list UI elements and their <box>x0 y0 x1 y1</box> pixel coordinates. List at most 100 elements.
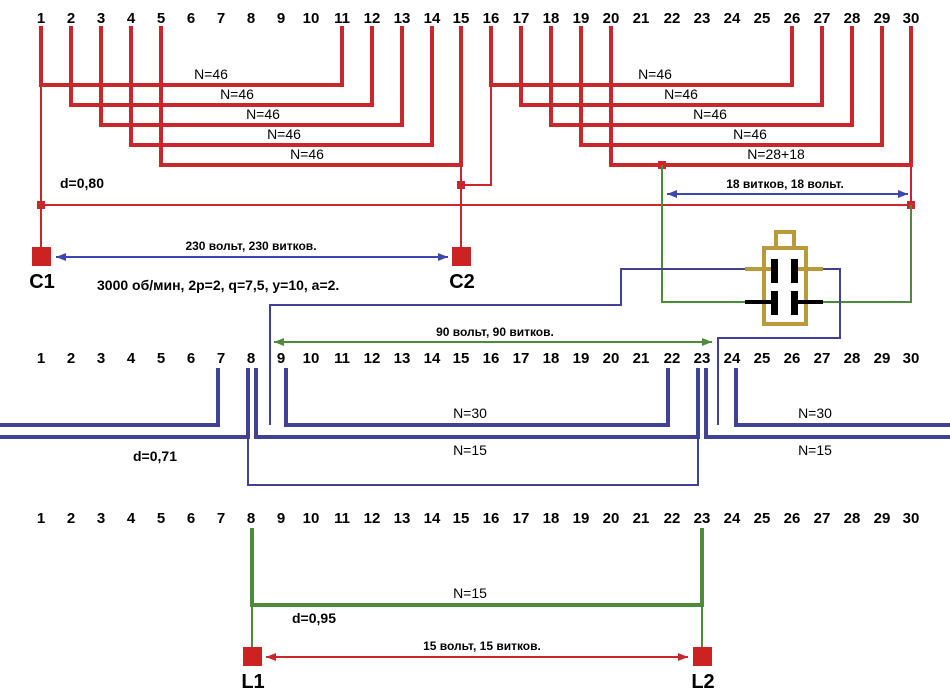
slot-number: 3 <box>97 10 105 27</box>
aux-link-cap-left <box>269 268 745 425</box>
slot-number: 18 <box>543 10 560 27</box>
inductor-winding <box>250 528 704 648</box>
slot-number: 22 <box>664 10 681 27</box>
terminal-l1 <box>243 647 262 666</box>
aux-cap-links <box>269 268 841 425</box>
capacitor-icon <box>745 230 823 326</box>
slot-number: 26 <box>784 510 801 527</box>
slot-number: 19 <box>573 10 590 27</box>
slot-number: 5 <box>157 350 165 367</box>
coil-label: N=15 <box>453 442 487 458</box>
aux-coil-23-right <box>704 368 950 439</box>
main-coil-3-13 <box>99 26 404 127</box>
slot-number: 27 <box>814 10 831 27</box>
aux-link-cap-right <box>717 268 841 425</box>
slot-number: 4 <box>127 350 136 367</box>
junction-dot <box>457 181 465 189</box>
main-winding <box>39 26 913 250</box>
slot-number: 14 <box>424 510 441 527</box>
slot-number: 1 <box>37 350 45 367</box>
slot-number: 26 <box>784 10 801 27</box>
slot-number: 14 <box>424 350 441 367</box>
coil-label: N=28+18 <box>747 146 805 162</box>
slot-number: 21 <box>633 10 650 27</box>
slot-number: 15 <box>453 350 470 367</box>
main-coil-20-30 <box>609 26 913 167</box>
inductor-voltage-label: 15 вольт, 15 витков. <box>423 639 541 653</box>
inductor-coil-8-23 <box>250 528 704 607</box>
slot-number: 12 <box>364 510 381 527</box>
capacitor-links <box>661 165 912 303</box>
slot-number: 7 <box>217 510 225 527</box>
slot-number: 27 <box>814 350 831 367</box>
main-coil-16-26 <box>489 26 794 87</box>
slot-number: 1 <box>37 10 45 27</box>
slot-number: 9 <box>277 510 285 527</box>
aux-coil-8-23 <box>254 368 700 439</box>
tap-label: 18 витков, 18 вольт. <box>726 177 844 191</box>
slot-number: 29 <box>874 510 891 527</box>
slot-number: 23 <box>694 350 711 367</box>
slot-number: 5 <box>157 10 165 27</box>
main-coil-17-27 <box>519 26 824 107</box>
slot-number: 24 <box>724 350 741 367</box>
slot-number: 30 <box>903 350 920 367</box>
coil-label: N=46 <box>246 106 280 122</box>
slot-number: 28 <box>844 350 861 367</box>
coil-label: N=30 <box>798 405 832 421</box>
slot-number: 8 <box>247 510 255 527</box>
coil-label: N=46 <box>267 126 301 142</box>
slot-number: 12 <box>364 10 381 27</box>
coil-label: N=46 <box>693 106 727 122</box>
slot-number: 22 <box>664 510 681 527</box>
terminal-c1 <box>32 247 51 266</box>
coil-label: N=30 <box>453 405 487 421</box>
slot-number: 1 <box>37 510 45 527</box>
aux-voltage-label: 90 вольт, 90 витков. <box>436 325 554 339</box>
coil-label: N=46 <box>638 66 672 82</box>
slot-number: 22 <box>664 350 681 367</box>
slot-number: 21 <box>633 510 650 527</box>
coil-label: N=46 <box>664 86 698 102</box>
slot-number: 3 <box>97 350 105 367</box>
slot-number: 7 <box>217 10 225 27</box>
slot-number: 8 <box>247 350 255 367</box>
main-coil-5-15 <box>159 26 463 167</box>
slot-number: 28 <box>844 10 861 27</box>
slot-number: 10 <box>303 350 320 367</box>
slot-number: 4 <box>127 510 136 527</box>
slot-number: 25 <box>754 350 771 367</box>
terminal-l2-label: L2 <box>691 671 714 693</box>
coil-label: N=46 <box>733 126 767 142</box>
slot-number: 23 <box>694 10 711 27</box>
slot-number: 29 <box>874 10 891 27</box>
slot-number: 2 <box>67 10 75 27</box>
slot-number: 18 <box>543 350 560 367</box>
green-link-tap <box>661 165 745 303</box>
slot-number: 16 <box>483 510 500 527</box>
slot-number: 14 <box>424 10 441 27</box>
slot-number: 8 <box>247 10 255 27</box>
coil-label: N=15 <box>798 442 832 458</box>
slot-number: 26 <box>784 350 801 367</box>
slot-number: 2 <box>67 350 75 367</box>
main-link-16 <box>461 85 492 186</box>
slot-number: 23 <box>694 510 711 527</box>
slot-number: 15 <box>453 10 470 27</box>
slot-number: 7 <box>217 350 225 367</box>
terminal-c2 <box>452 247 471 266</box>
aux-winding <box>0 368 950 486</box>
slot-number: 28 <box>844 510 861 527</box>
slot-number: 21 <box>633 350 650 367</box>
slot-number: 20 <box>603 350 620 367</box>
slot-number: 13 <box>394 350 411 367</box>
slot-number: 25 <box>754 10 771 27</box>
slot-number: 20 <box>603 10 620 27</box>
slot-number: 18 <box>543 510 560 527</box>
coil-label: N=46 <box>194 66 228 82</box>
terminal-c1-label: C1 <box>29 271 55 293</box>
coil-label: N=46 <box>290 146 324 162</box>
aux-loop-8-23 <box>247 437 699 486</box>
